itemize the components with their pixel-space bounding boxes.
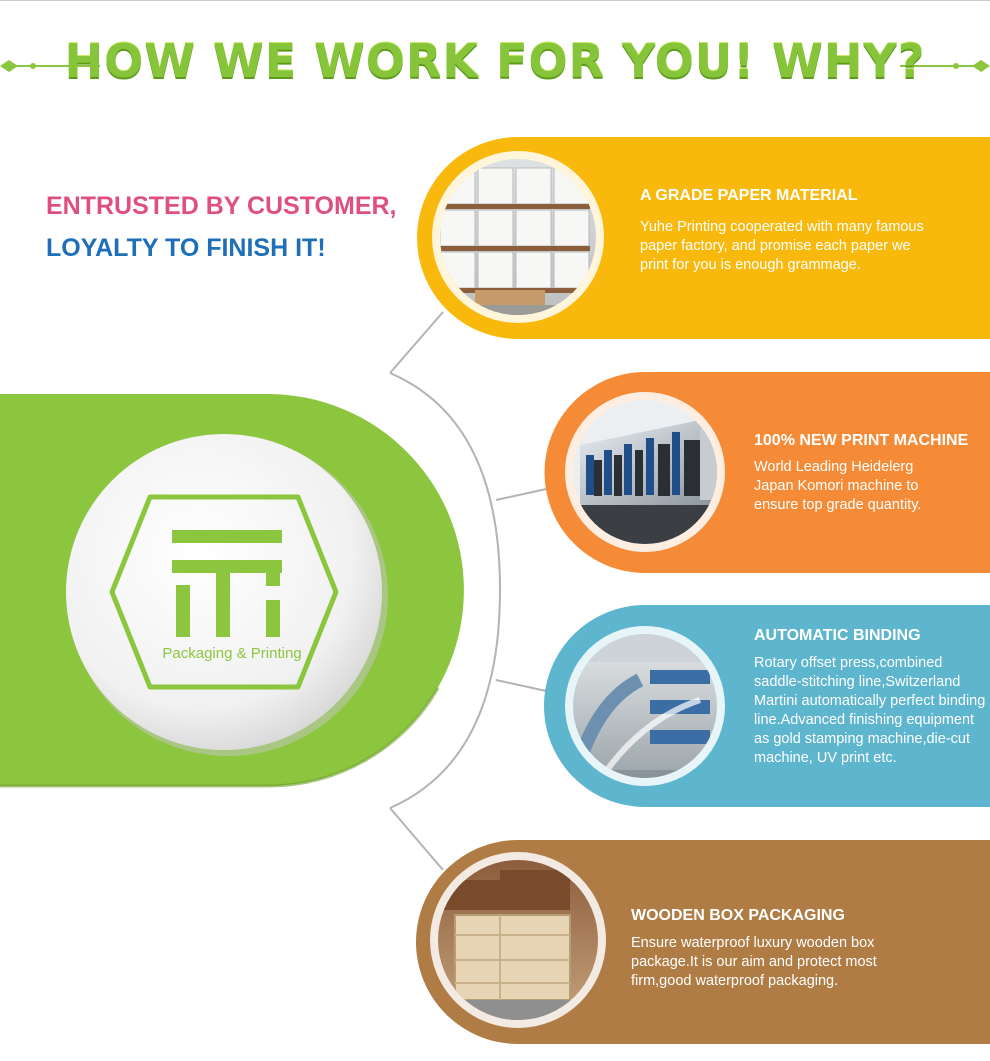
- feature-text-paper: Yuhe Printing cooperated with many famou…: [640, 219, 924, 273]
- top-divider: [0, 0, 990, 1]
- tagline-line-1: ENTRUSTED BY CUSTOMER,: [46, 192, 397, 220]
- feature-title-binding: AUTOMATIC BINDING: [754, 627, 921, 644]
- binding-line-photo: [573, 634, 717, 778]
- logo-caption: Packaging & Printing: [162, 645, 302, 662]
- page-headline: HOW WE WORK FOR YOU! WHY?: [0, 34, 990, 94]
- logo-glyph: [172, 530, 282, 637]
- headline-right-ornament: [900, 60, 990, 72]
- feature-text-wooden-box: Ensure waterproof luxury wooden box pack…: [631, 935, 877, 989]
- wooden-box-photo: [438, 860, 598, 1020]
- feature-title-paper: A GRADE PAPER MATERIAL: [640, 187, 858, 204]
- headline-text: HOW WE WORK FOR YOU! WHY?: [64, 34, 926, 88]
- print-machine-photo: [573, 400, 717, 544]
- feature-title-machine: 100% NEW PRINT MACHINE: [754, 432, 969, 449]
- headline-left-ornament: [0, 60, 100, 72]
- logo-hexagon: [109, 494, 339, 690]
- tagline-line-2: LOYALTY TO FINISH IT!: [46, 234, 326, 262]
- feature-text-machine: World Leading Heidelerg Japan Komori mac…: [754, 459, 922, 513]
- feature-text-binding: Rotary offset press,combined saddle-stit…: [754, 655, 986, 766]
- feature-title-wooden-box: WOODEN BOX PACKAGING: [631, 907, 845, 924]
